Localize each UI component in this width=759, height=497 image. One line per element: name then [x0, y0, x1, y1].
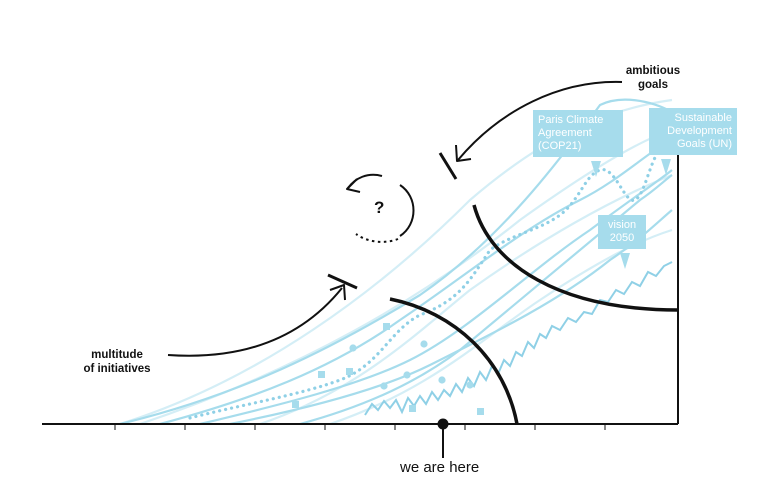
we-are-here-marker [437, 418, 449, 458]
ambitious-goals-line2: goals [637, 79, 669, 91]
vision-callout-tail [620, 253, 630, 269]
paris-agreement-callout: Paris Climate Agreement (COP21) [533, 110, 623, 177]
lower-arc [389, 297, 519, 425]
arrow-goals [455, 80, 623, 162]
dotted-trend [188, 148, 662, 420]
tick-mark-lower [327, 273, 358, 290]
jagged-series [364, 261, 673, 416]
sdg-callout: Sustainable Development Goals (UN) [649, 108, 737, 175]
tick-mark-upper [438, 152, 458, 180]
vision-2050-callout: vision 2050 [598, 215, 646, 269]
scatter-markers [292, 323, 484, 415]
baseline-axis [42, 423, 678, 430]
upper-arc [472, 204, 679, 312]
question-mark: ? [374, 198, 385, 217]
multitude-line1: multitude [91, 349, 143, 361]
vision-line1: vision [607, 219, 637, 231]
sdg-line3: Goals (UN) [676, 138, 732, 150]
paris-line1: Paris Climate [538, 114, 604, 126]
trend-lines [119, 98, 673, 426]
ambitious-goals-label: ambitious goals [614, 64, 692, 92]
paris-callout-tail [591, 161, 601, 177]
vision-line2: 2050 [609, 232, 635, 244]
ambitious-goals-line1: ambitious [625, 65, 681, 77]
sdg-line2: Development [667, 125, 732, 137]
paris-line3: (COP21) [538, 140, 582, 152]
we-are-here-label: we are here [400, 459, 480, 476]
sdg-line1: Sustainable [674, 112, 733, 124]
arrow-initiatives [167, 284, 346, 357]
paris-line2: Agreement [538, 127, 592, 139]
sdg-callout-tail [661, 159, 671, 175]
question-cycle-icon [346, 173, 415, 243]
multitude-label: multitude of initiatives [62, 348, 172, 376]
multitude-line2: of initiatives [83, 363, 151, 375]
